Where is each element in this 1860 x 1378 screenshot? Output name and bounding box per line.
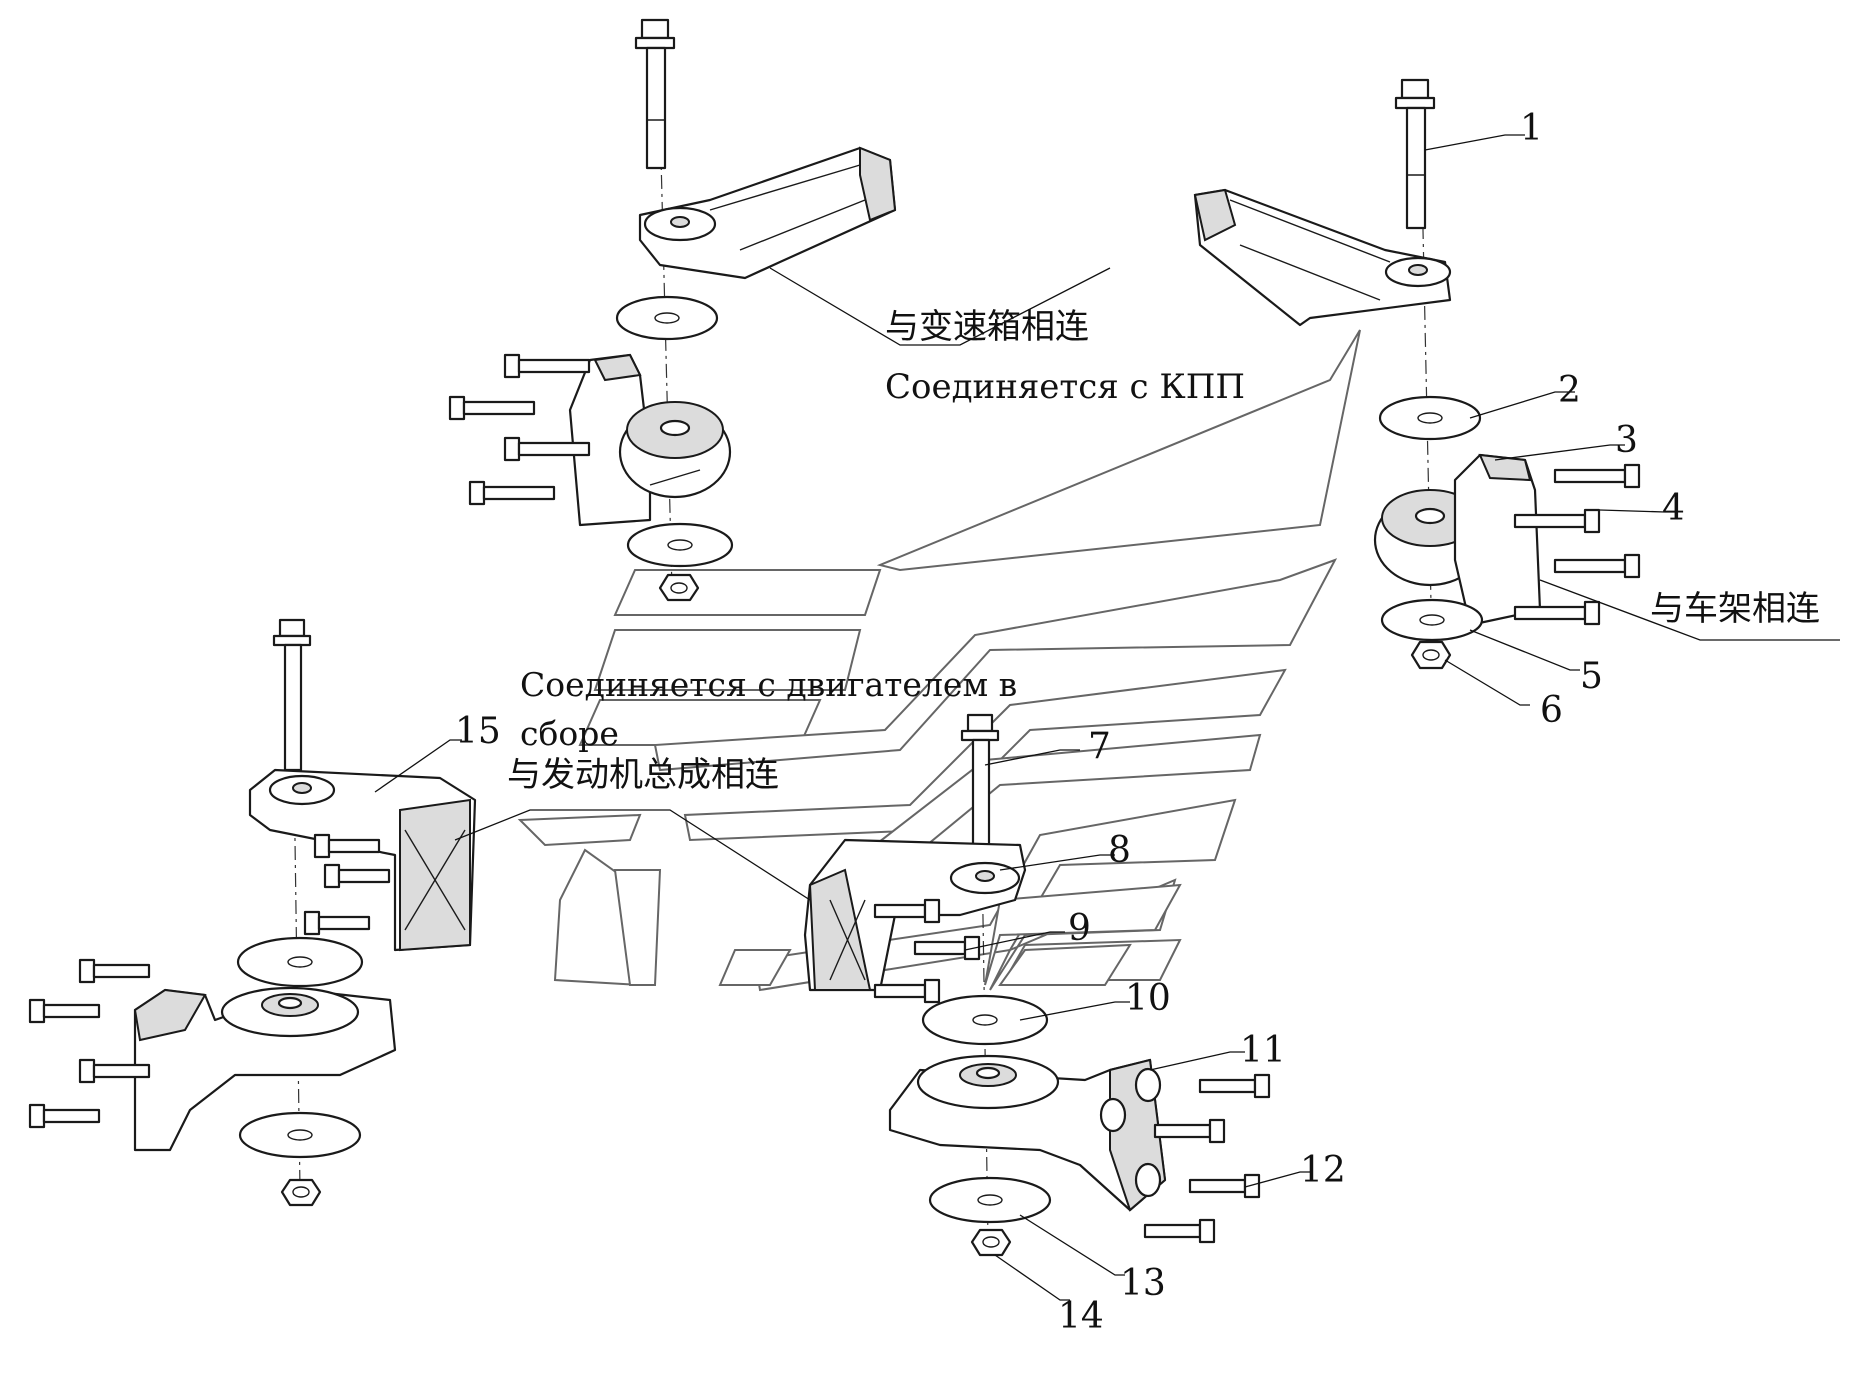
callout-11: 11 [1240,1030,1286,1071]
callout-7: 7 [1088,726,1111,767]
callout-8: 8 [1108,830,1131,871]
mount-top-right [1193,78,1641,670]
label-transmission-cn: 与变速箱相连 [885,307,1089,347]
callout-numbers: 1 2 3 4 5 6 7 8 9 10 11 12 13 14 15 [455,108,1685,1337]
callout-12: 12 [1300,1150,1346,1191]
callout-1: 1 [1520,108,1543,149]
callout-13: 13 [1120,1263,1166,1304]
callout-10: 10 [1125,978,1171,1019]
callout-14: 14 [1058,1296,1104,1337]
label-frame-cn: 与车架相连 [1650,589,1820,629]
label-engine-ru-line1: Соединяется с двигателем в [520,665,1017,704]
callout-4: 4 [1662,488,1685,529]
callout-15: 15 [455,711,501,752]
callout-3: 3 [1615,420,1638,461]
mount-right [803,713,1271,1257]
flow-arrow-left-bottom [517,813,792,987]
label-engine-cn: 与发动机总成相连 [507,755,779,795]
annotation-labels: 与变速箱相连 Соединяется с КПП 与车架相连 Соединяет… [507,307,1820,795]
callout-9: 9 [1068,908,1091,949]
leader-lines [374,134,1840,1301]
callout-5: 5 [1580,656,1603,697]
callout-6: 6 [1540,690,1563,731]
label-transmission-ru: Соединяется с КПП [885,367,1245,407]
label-engine-ru-line2: сборе [520,714,619,753]
mount-left [28,618,477,1207]
callout-2: 2 [1558,370,1581,411]
mount-top-left [448,18,897,602]
